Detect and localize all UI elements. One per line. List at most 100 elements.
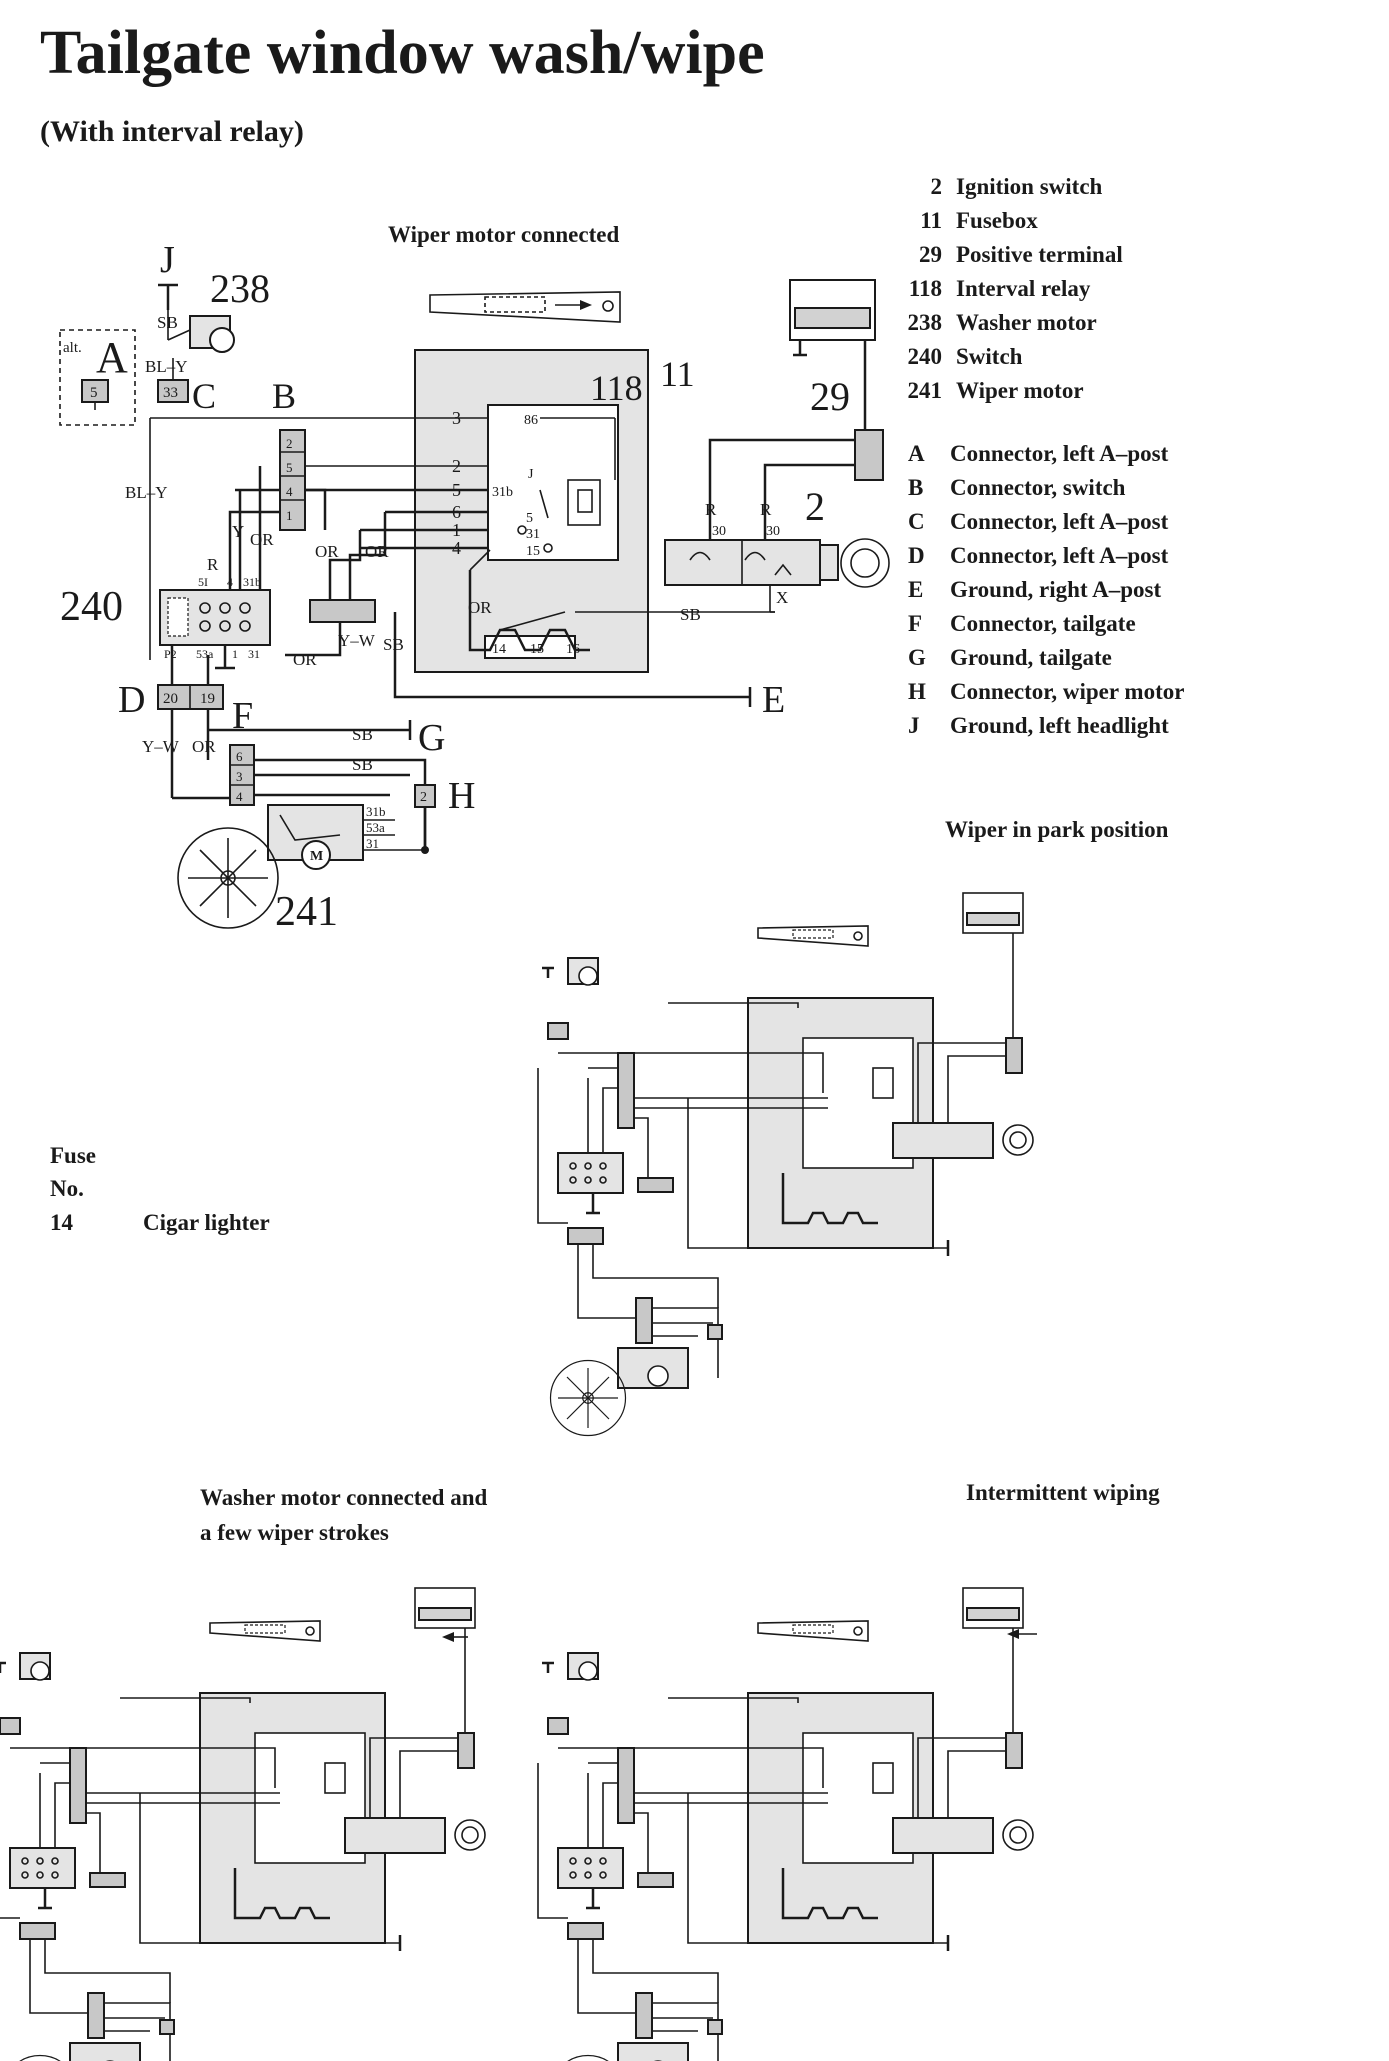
label-a-pin: 5 (90, 385, 98, 401)
label-h-pin: 2 (420, 790, 427, 805)
wire-y: Y (232, 522, 244, 541)
fuse-label: Cigar lighter (143, 1210, 270, 1235)
label-29: 29 (810, 374, 850, 419)
fb-pin-1: 1 (452, 520, 461, 540)
page-title: Tailgate window wash/wipe (40, 19, 765, 87)
wire-sb-3: SB (680, 605, 701, 624)
fb-pin-5: 5 (452, 480, 461, 500)
fb-pin-2: 2 (452, 456, 461, 476)
fb-pin-3: 3 (452, 408, 461, 428)
diagram-washer-connected (0, 1586, 487, 2061)
relay-pin-86: 86 (524, 413, 538, 428)
b-pin-1: 1 (286, 508, 293, 523)
relay-pin-j: J (528, 467, 534, 482)
wire-sb-2: SB (383, 635, 404, 654)
b-pin-5: 5 (286, 460, 293, 475)
wire-or-6: OR (192, 737, 216, 756)
wire-r-2: R (705, 500, 717, 519)
wire-sb-5: SB (352, 755, 373, 774)
sw-pin-31b: 31b (243, 575, 261, 589)
sw-pin-4: 4 (227, 575, 233, 589)
fuse-number: 14 (50, 1210, 73, 1235)
fuse-header-1: Fuse (50, 1143, 96, 1168)
label-238: 238 (210, 266, 270, 311)
caption-intermittent: Intermittent wiping (966, 1480, 1160, 1505)
sw-pin-31: 31 (248, 647, 260, 661)
b-pin-4: 4 (286, 484, 293, 499)
fuse-header-2: No. (50, 1176, 84, 1201)
label-e: E (762, 679, 785, 721)
wire-bly-1: BL–Y (145, 357, 188, 376)
relay-pin-31b: 31b (492, 485, 513, 500)
f-pin-6: 6 (236, 749, 243, 764)
wire-or-1: OR (250, 530, 274, 549)
label-g: G (418, 717, 445, 759)
label-b: B (272, 376, 296, 416)
fb-pin-14: 14 (492, 642, 506, 657)
m-pin-53a: 53a (366, 820, 385, 835)
wire-bly-2: BL–Y (125, 483, 168, 502)
wire-yw-2: Y–W (142, 737, 180, 756)
sw-pin-51: 5I (198, 575, 208, 589)
fb-pin-16: 16 (566, 642, 580, 657)
fb-pin-15: 15 (530, 642, 544, 657)
wire-yw-1: Y–W (338, 631, 376, 650)
label-a: A (96, 333, 128, 382)
label-d: D (118, 679, 145, 721)
relay-pin-15: 15 (526, 544, 540, 559)
caption-main: Wiper motor connected (388, 222, 620, 247)
label-f: F (232, 695, 253, 737)
m-pin-31: 31 (366, 836, 379, 851)
diagram-park-position (536, 891, 1035, 1437)
m-pin-31b: 31b (366, 804, 386, 819)
fb-pin-6: 6 (452, 502, 461, 522)
relay-pin-5: 5 (526, 511, 533, 526)
label-d-pin1: 20 (163, 691, 178, 707)
wire-or-2: OR (315, 542, 339, 561)
f-pin-4: 4 (236, 789, 243, 804)
wire-sb-1: SB (157, 313, 178, 332)
relay-pin-31: 31 (526, 527, 540, 542)
label-241: 241 (275, 889, 338, 935)
connector-b (279, 429, 306, 531)
caption-washer-1: Washer motor connected and (200, 1485, 488, 1510)
ign-30b: 30 (766, 524, 780, 539)
sw-pin-53a: 53a (196, 647, 214, 661)
label-118: 118 (590, 368, 643, 408)
label-240: 240 (60, 584, 123, 630)
label-c: C (192, 376, 216, 416)
page-subtitle: (With interval relay) (40, 115, 304, 148)
sw-pin-1: 1 (232, 647, 238, 661)
label-c-pin: 33 (163, 385, 178, 401)
wire-or-5: OR (293, 650, 317, 669)
caption-park: Wiper in park position (945, 817, 1169, 842)
wire-or-4: OR (468, 598, 492, 617)
label-alt: alt. (63, 340, 82, 356)
wire-x: X (776, 588, 788, 607)
label-h: H (448, 775, 475, 817)
label-j: J (160, 239, 175, 281)
fb-pin-4: 4 (452, 538, 461, 558)
label-11: 11 (660, 354, 695, 394)
interval-relay (487, 404, 619, 561)
wire-r-3: R (760, 500, 772, 519)
